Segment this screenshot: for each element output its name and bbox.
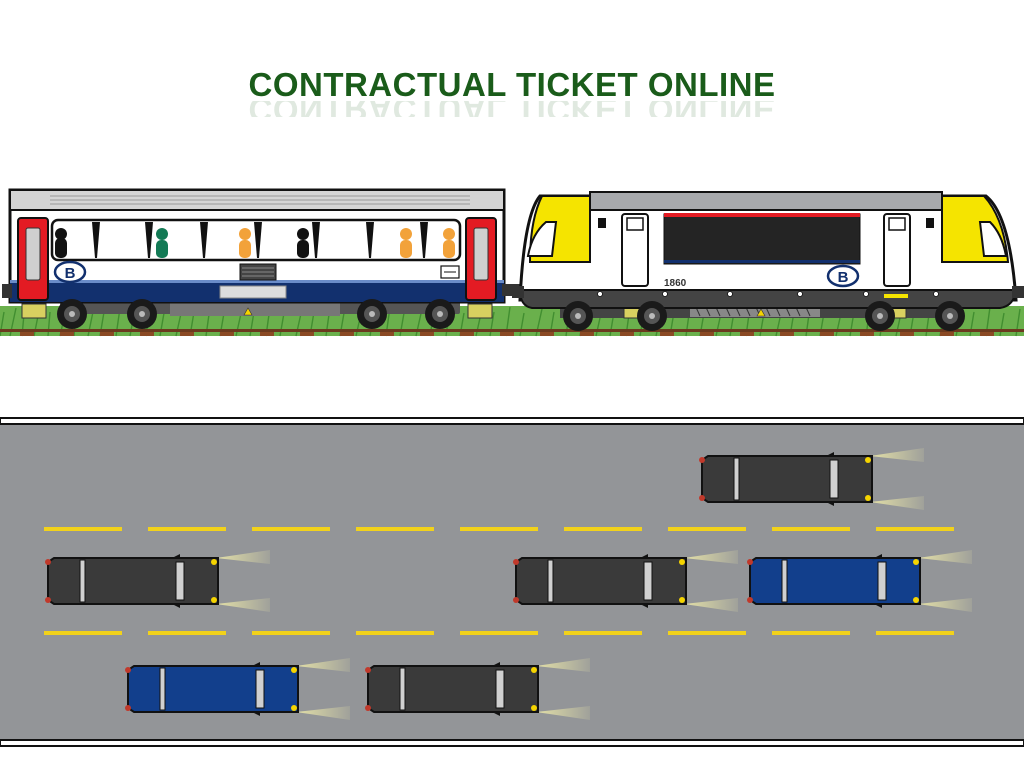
passenger-silhouettes [55,228,455,258]
svg-text:B: B [838,269,849,286]
passenger-carriage: B [2,188,520,329]
sncb-logo: B [826,264,860,288]
road-edge-bottom [0,739,1024,747]
svg-text:B: B [65,265,76,282]
train-illustration: B [0,188,1024,337]
lane-markings [44,527,954,635]
road-edge-top [0,417,1024,425]
highway-illustration [0,417,1024,747]
locomotive-number: 1860 [664,278,687,289]
rail-track [0,329,1024,332]
slide-title: CONTRACTUAL TICKET ONLINE [248,66,776,103]
sncb-logo: B [53,260,87,284]
locomotive: 1860 B [512,191,1024,331]
